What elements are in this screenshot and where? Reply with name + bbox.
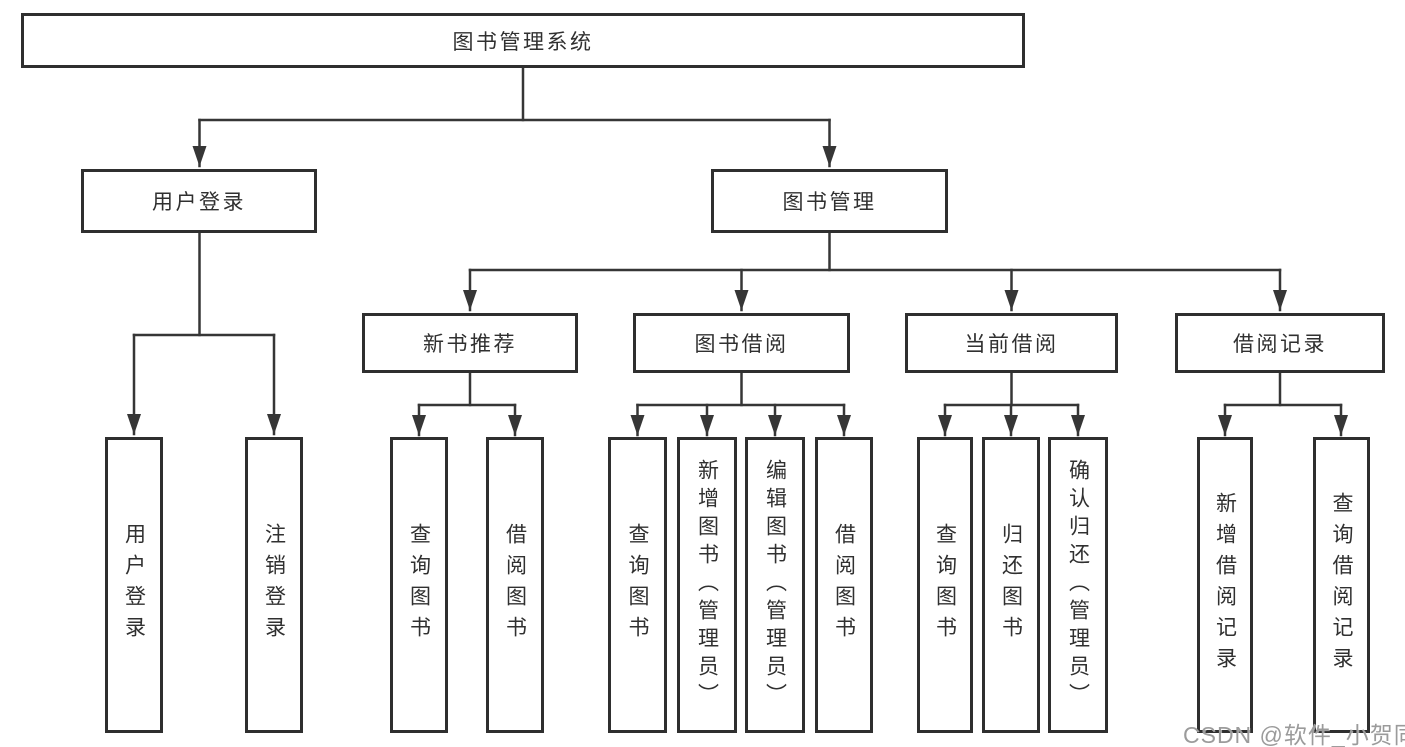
node-query-borrow-record: 查询借阅记录 [1313,437,1370,733]
csdn-watermark: CSDN @软件_小贺同学 [1183,722,1405,747]
node-book-management-module: 图书管理 [711,169,948,233]
node-add-book-admin: 新增图书（管理员） [677,437,737,733]
node-add-borrow-record: 新增借阅记录 [1197,437,1253,733]
node-query-books-borrowing: 查询图书 [608,437,667,733]
node-confirm-return-admin: 确认归还（管理员） [1048,437,1108,733]
node-borrow-books-borrowing: 借阅图书 [815,437,873,733]
node-book-borrowing: 图书借阅 [633,313,850,373]
node-edit-book-admin: 编辑图书（管理员） [745,437,805,733]
node-borrowing-records: 借阅记录 [1175,313,1385,373]
node-new-book-recommend: 新书推荐 [362,313,578,373]
node-borrow-books-recommend: 借阅图书 [486,437,544,733]
node-logout: 注销登录 [245,437,303,733]
node-return-book: 归还图书 [982,437,1040,733]
node-user-login-module: 用户登录 [81,169,317,233]
node-query-books-current: 查询图书 [917,437,973,733]
node-query-books-recommend: 查询图书 [390,437,448,733]
node-current-borrowing: 当前借阅 [905,313,1118,373]
node-library-system: 图书管理系统 [21,13,1025,68]
node-user-login: 用户登录 [105,437,163,733]
